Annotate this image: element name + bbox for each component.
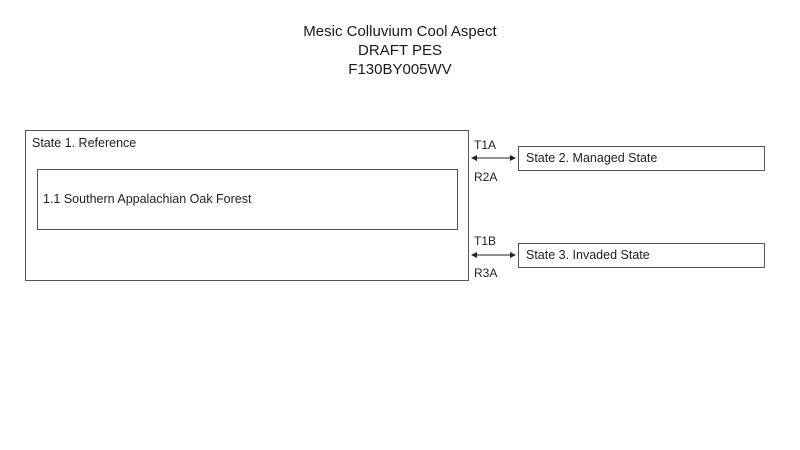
diagram-code: F130BY005WV <box>348 61 452 78</box>
state-3-box: State 3. Invaded State <box>518 243 765 268</box>
diagram-title-block: Mesic Colluvium Cool Aspect DRAFT PES F1… <box>0 22 800 79</box>
transition-label-t1b: T1B <box>474 234 497 248</box>
state-1-box: State 1. Reference 1.1 Southern Appalach… <box>25 130 469 281</box>
diagram-subtitle: DRAFT PES <box>358 42 442 59</box>
state-1-label: State 1. Reference <box>32 136 137 150</box>
state-3-label: State 3. Invaded State <box>526 248 650 262</box>
transition-label-r2a: R2A <box>474 170 498 184</box>
community-1-1-box: 1.1 Southern Appalachian Oak Forest <box>37 169 458 230</box>
diagram-title: Mesic Colluvium Cool Aspect <box>303 23 497 40</box>
transition-label-r3a: R3A <box>474 266 498 280</box>
state-2-label: State 2. Managed State <box>526 151 658 165</box>
community-1-1-label: 1.1 Southern Appalachian Oak Forest <box>43 192 252 206</box>
state-2-box: State 2. Managed State <box>518 146 765 171</box>
transition-label-t1a: T1A <box>474 138 497 152</box>
